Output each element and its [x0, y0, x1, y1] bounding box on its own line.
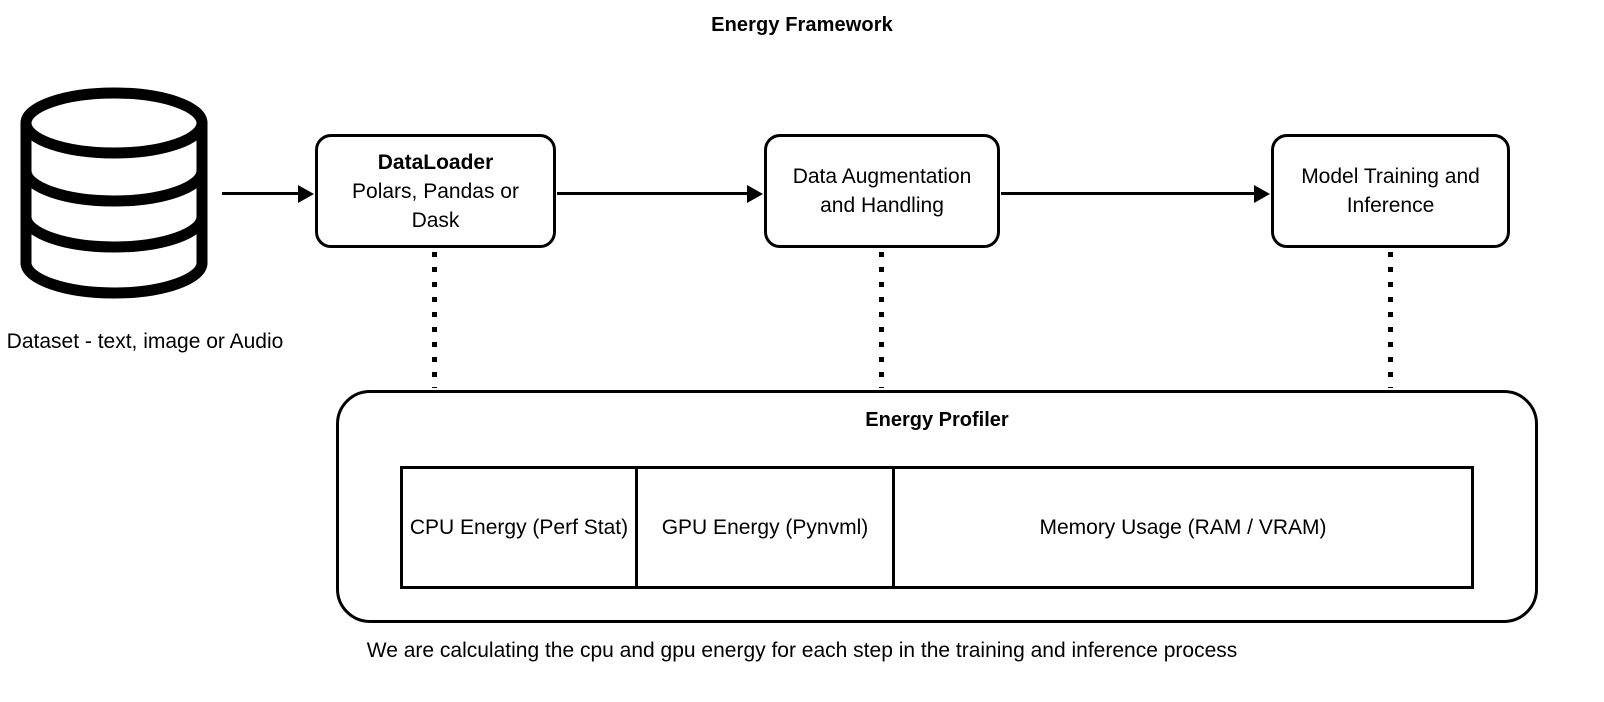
arrowhead-icon — [1254, 185, 1270, 203]
diagram-caption: We are calculating the cpu and gpu energ… — [366, 639, 1238, 662]
arrow-shaft — [557, 192, 749, 195]
energy-profiler-title: Energy Profiler — [865, 409, 1009, 431]
arrowhead-icon — [747, 185, 763, 203]
arrow-shaft — [222, 192, 300, 195]
arrow-dataloader-to-augmentation — [557, 185, 763, 203]
pipeline-node-subtitle: Polars, Pandas or Dask — [352, 179, 519, 232]
pipeline-node-dataloader[interactable]: DataLoader Polars, Pandas or Dask — [315, 134, 556, 248]
pipeline-node-subtitle: Model Training and Inference — [1301, 165, 1480, 217]
profiler-metrics-table: CPU Energy (Perf Stat) GPU Energy (Pynvm… — [400, 466, 1474, 589]
dataset-source-label: Dataset - text, image or Audio — [6, 330, 284, 353]
arrow-augmentation-to-training — [1001, 185, 1270, 203]
energy-profiler-panel: Energy Profiler CPU Energy (Perf Stat) G… — [336, 390, 1538, 623]
page-title: Energy Framework — [711, 14, 893, 36]
pipeline-node-subtitle: Data Augmentation and Handling — [792, 165, 972, 217]
profiler-metric-gpu[interactable]: GPU Energy (Pynvml) — [638, 469, 895, 586]
pipeline-node-augmentation[interactable]: Data Augmentation and Handling — [764, 134, 1000, 248]
arrow-shaft — [1001, 192, 1256, 195]
pipeline-node-training[interactable]: Model Training and Inference — [1271, 134, 1510, 248]
profiler-metric-memory[interactable]: Memory Usage (RAM / VRAM) — [1039, 516, 1327, 539]
database-cylinder-icon — [18, 85, 210, 301]
dotted-connector-training-to-profiler — [1388, 252, 1393, 388]
arrowhead-icon — [298, 185, 314, 203]
pipeline-node-title: DataLoader — [377, 150, 494, 174]
profiler-metric-cpu[interactable]: CPU Energy (Perf Stat) — [403, 469, 638, 586]
dotted-connector-dataloader-to-profiler — [432, 252, 437, 388]
dotted-connector-augmentation-to-profiler — [879, 252, 884, 388]
arrow-dataset-to-dataloader — [222, 185, 314, 203]
